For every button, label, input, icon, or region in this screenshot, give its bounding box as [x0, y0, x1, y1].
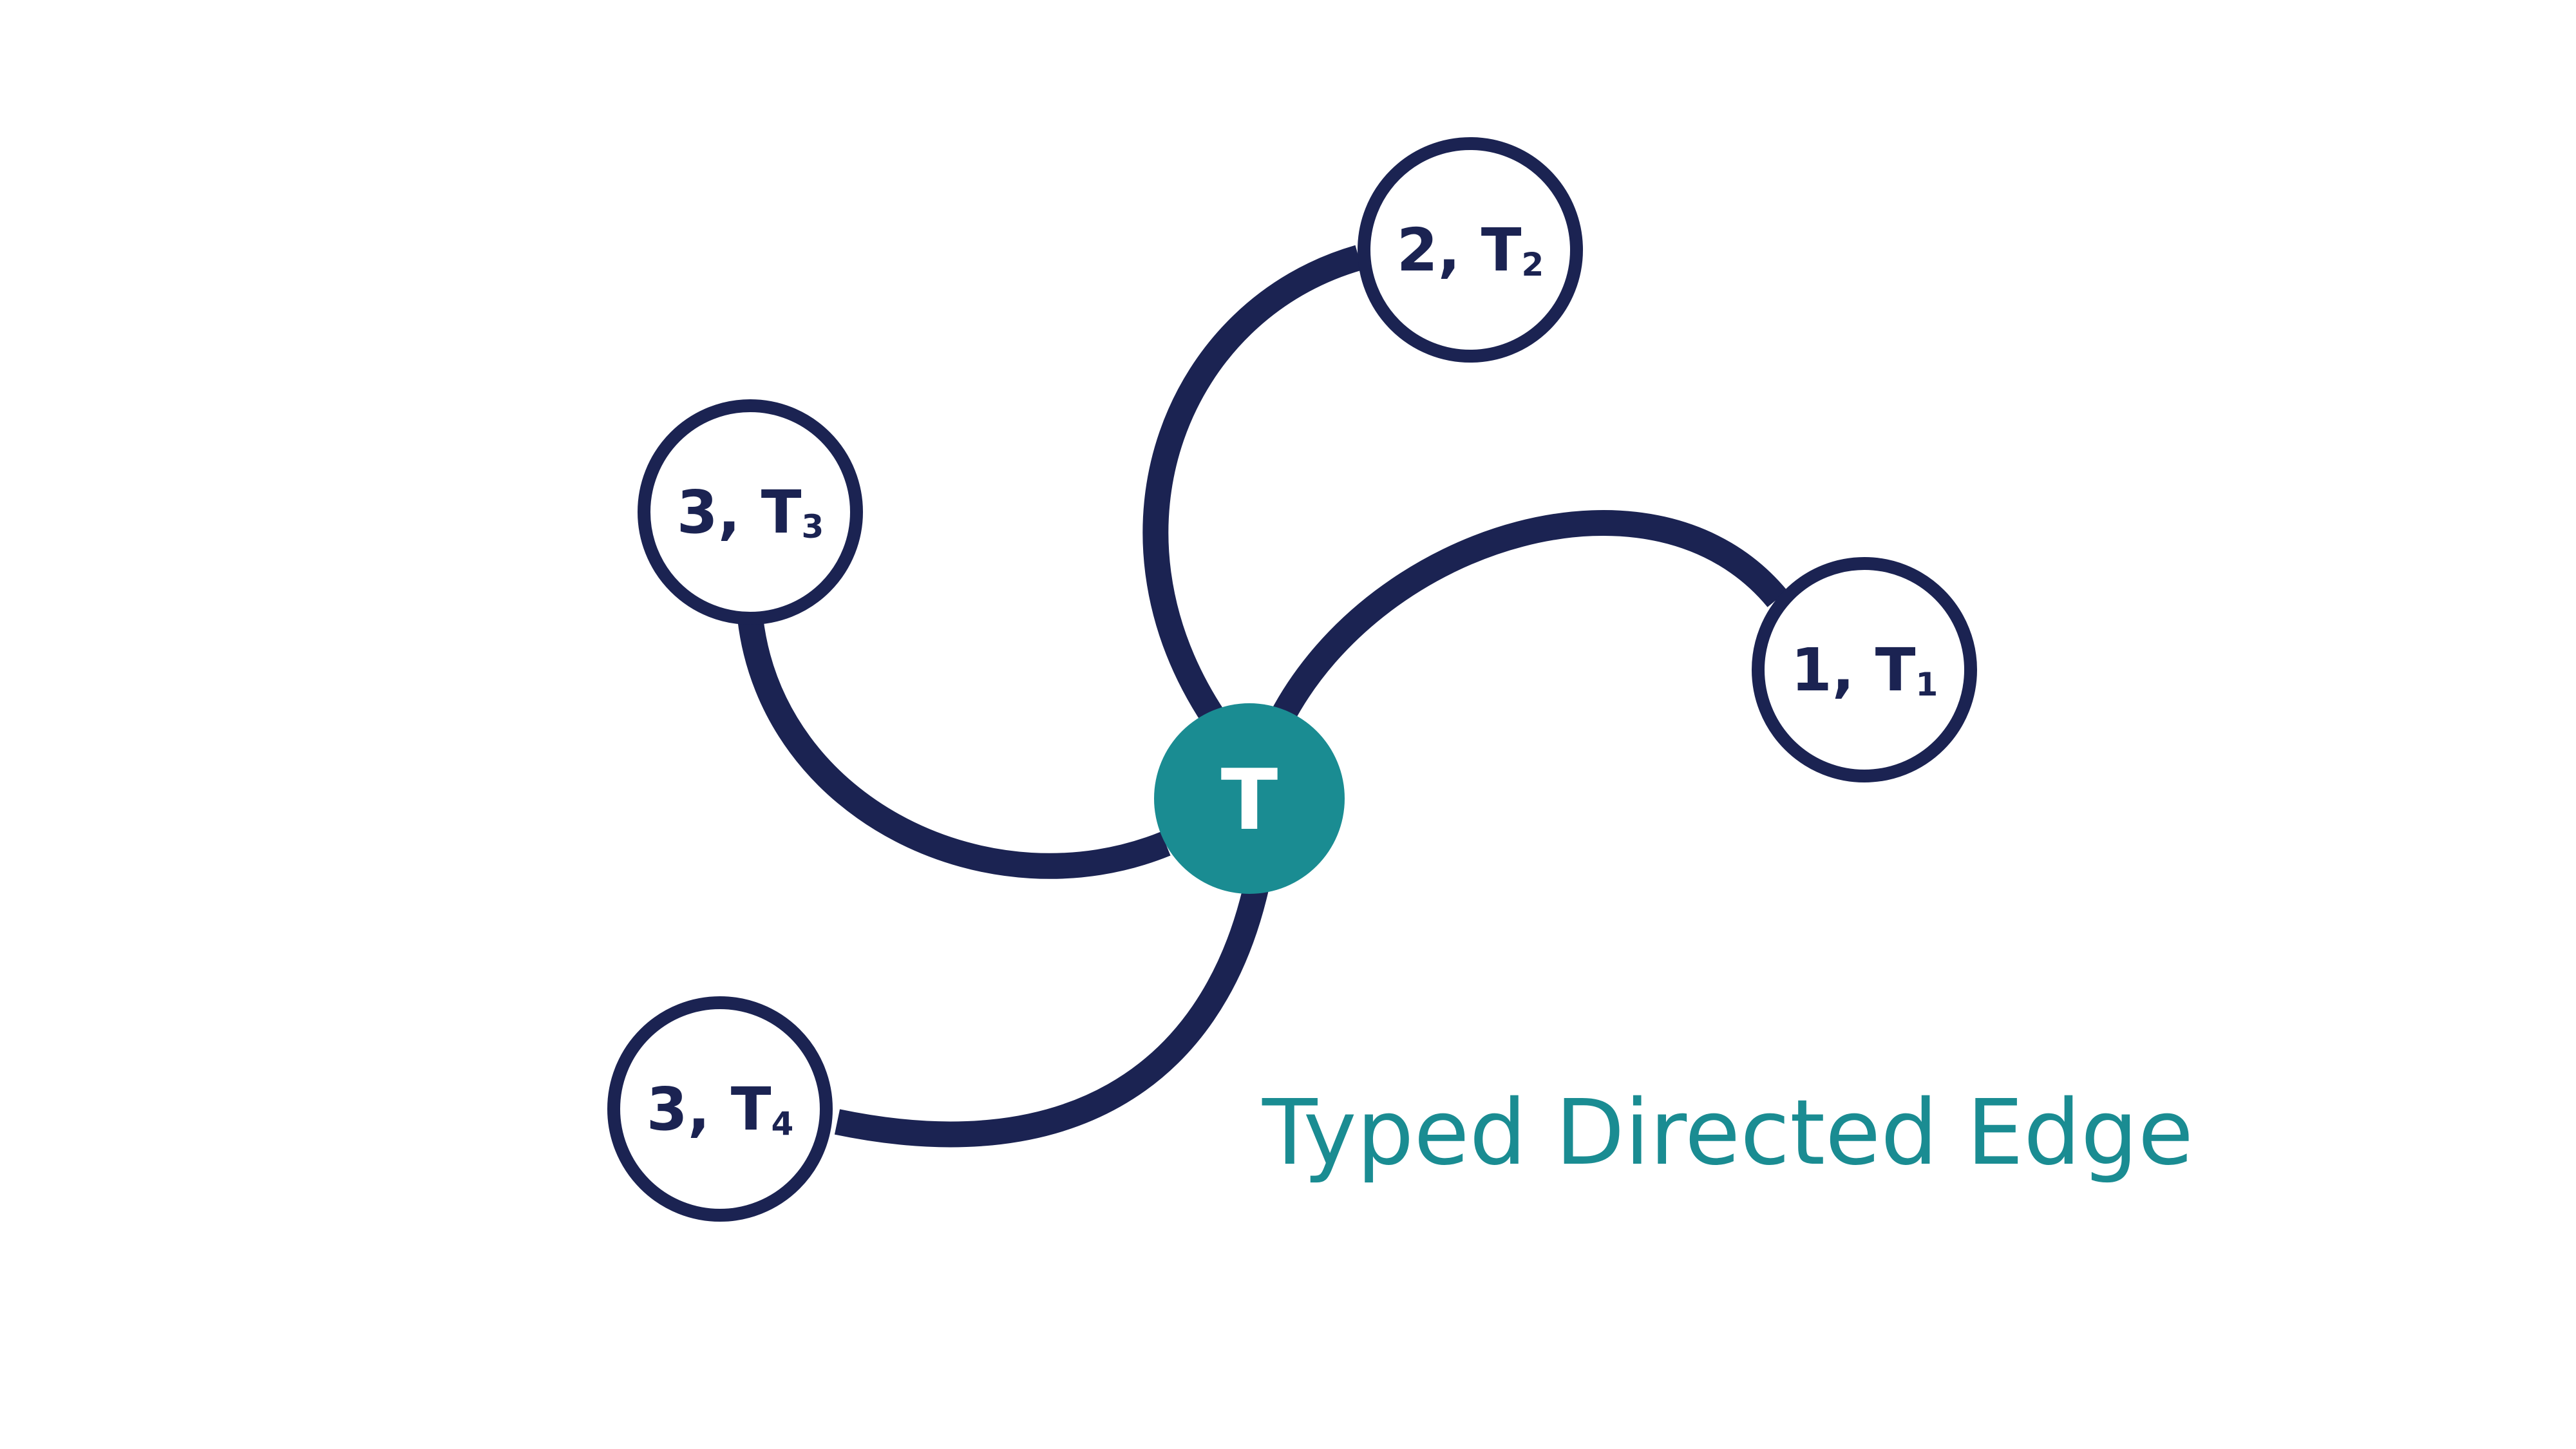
center-node-label: T: [1221, 751, 1278, 849]
node-2-label: 2, T2: [1397, 216, 1544, 285]
node-4-circle: [607, 996, 833, 1222]
edge-to-node-4: [834, 886, 1269, 1148]
edge-to-node-1: [1270, 510, 1788, 724]
edge-to-node-3: [737, 616, 1171, 879]
node-1-circle: [1752, 557, 1977, 782]
diagram-caption: Typed Directed Edge: [1262, 1081, 2193, 1186]
node-1: 1, T1: [1752, 557, 1977, 782]
node-2-circle: [1358, 137, 1583, 363]
node-3: 3, T3: [638, 399, 863, 625]
node-4-label: 3, T4: [647, 1075, 794, 1144]
node-2: 2, T2: [1358, 137, 1583, 363]
node-3-circle: [638, 399, 863, 625]
node-1-label: 1, T1: [1791, 636, 1938, 705]
edge-to-node-2: [1142, 245, 1363, 726]
node-4: 3, T4: [607, 996, 833, 1222]
center-node: T: [1154, 703, 1345, 894]
center-node-circle: [1154, 703, 1345, 894]
edges: [737, 245, 1788, 1148]
node-3-label: 3, T3: [677, 478, 824, 547]
